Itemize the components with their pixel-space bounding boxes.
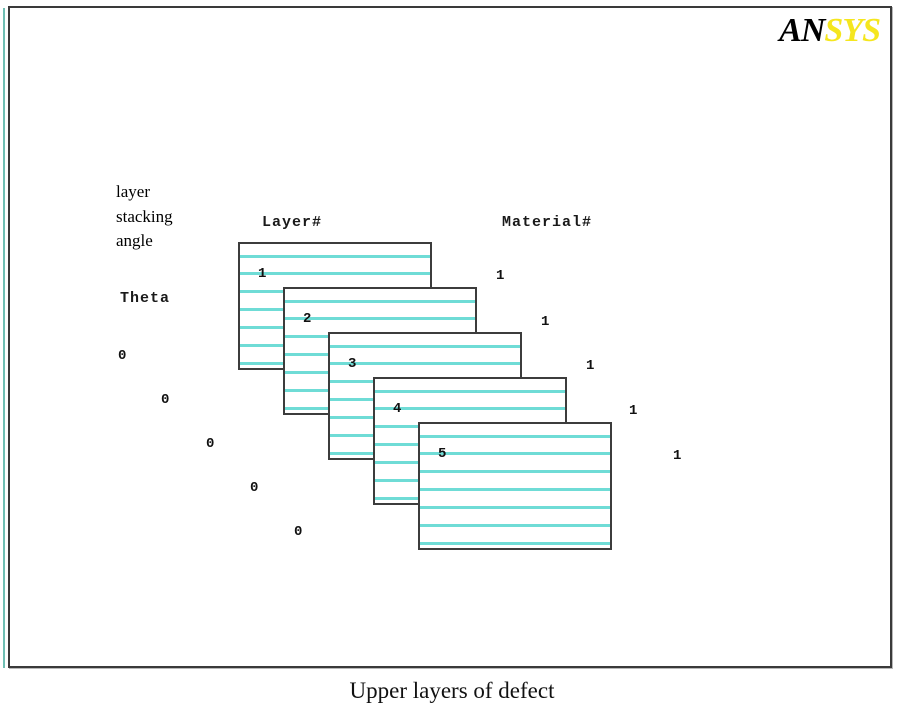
material-value-1: 1 [496,268,505,284]
card-rule [285,317,475,320]
layer-column-header: Layer# [262,214,323,231]
material-value-3: 1 [586,358,595,374]
theta-value-5: 0 [294,524,303,540]
theta-value-1: 0 [118,348,127,364]
card-rule [240,255,430,258]
card-rule [375,407,565,410]
card-rule [420,506,610,509]
theta-value-4: 0 [250,480,259,496]
ansys-logo-sys: SYS [824,12,881,49]
layer-stacking-angle-label: layer stacking angle [116,182,173,251]
theta-column-header: Theta [120,290,171,307]
material-value-4: 1 [629,403,638,419]
card-rule [420,524,610,527]
theta-value-3: 0 [206,436,215,452]
theta-value-2: 0 [161,392,170,408]
material-value-2: 1 [541,314,550,330]
layer-card-stack: 1 2 3 [10,8,894,670]
layer-number-2: 2 [303,311,312,327]
card-rule [240,272,430,275]
frame-accent-stripe [3,8,5,668]
card-rule [375,390,565,393]
figure-caption: Upper layers of defect [349,678,555,703]
card-rule [420,452,610,455]
layer-card-5: 5 [418,422,612,550]
card-rule [330,345,520,348]
ansys-logo: ANSYS [779,12,881,49]
card-rule [330,362,520,365]
card-rule [420,488,610,491]
material-column-header: Material# [502,214,593,231]
card-rule [420,542,610,545]
layer-number-4: 4 [393,401,402,417]
card-rule [285,300,475,303]
material-value-5: 1 [673,448,682,464]
ansys-plot-frame: ANSYS layer stacking angle Layer# Materi… [8,6,892,668]
card-rule [420,435,610,438]
layer-number-1: 1 [258,266,267,282]
layer-number-3: 3 [348,356,357,372]
card-rule [420,470,610,473]
layer-number-5: 5 [438,446,447,462]
ansys-logo-an: AN [779,12,825,49]
